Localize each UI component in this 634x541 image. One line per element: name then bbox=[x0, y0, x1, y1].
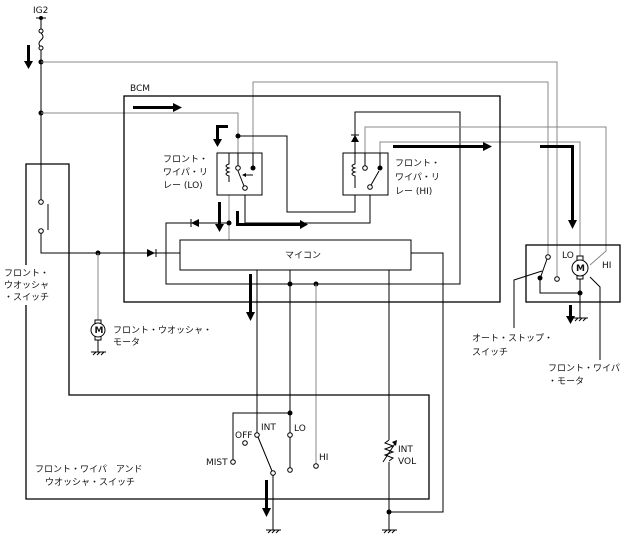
arrow-down-icon bbox=[24, 45, 33, 69]
ig2-label: IG2 bbox=[33, 6, 48, 16]
washer-switch-label: ウオッシャ bbox=[4, 280, 49, 291]
ground-icon bbox=[91, 351, 106, 356]
arrow-down-icon bbox=[566, 305, 575, 324]
relay-lo-label: レー (LO) bbox=[163, 181, 203, 191]
fuse bbox=[36, 16, 46, 51]
relay-hi-label: フロント・ bbox=[395, 159, 440, 169]
current-flow-arrows bbox=[24, 45, 577, 517]
arrow-down-icon bbox=[540, 145, 577, 229]
combination-switch-housing bbox=[25, 163, 430, 500]
wiper-motor-label: フロント・ワイパ bbox=[548, 363, 620, 374]
lo-label: LO bbox=[294, 424, 306, 434]
ground-icon bbox=[266, 529, 281, 534]
relay-hi-label: レー (HI) bbox=[395, 187, 432, 197]
diode-icon bbox=[351, 135, 359, 142]
auto-stop-label: オート・ストップ・ bbox=[472, 333, 553, 344]
diode-icon bbox=[191, 219, 199, 227]
int-vol-label: INT bbox=[398, 445, 413, 455]
coil-icon bbox=[225, 160, 231, 182]
arrow-right-icon bbox=[236, 211, 308, 229]
int-vol-label: VOL bbox=[398, 457, 416, 467]
ground-icon bbox=[382, 529, 397, 534]
front-wiper-relay-hi bbox=[342, 152, 389, 196]
microcomputer-box bbox=[179, 239, 412, 271]
bcm-label: BCM bbox=[130, 84, 150, 94]
diode-icon bbox=[147, 249, 155, 257]
off-label: OFF bbox=[235, 431, 252, 441]
auto-stop-label: スイッチ bbox=[472, 347, 508, 358]
mist-label: MIST bbox=[206, 458, 228, 468]
arrow-down-icon bbox=[215, 202, 224, 232]
washer-motor-label: フロント・ウオッシャ・ bbox=[113, 325, 212, 336]
arrow-right-icon bbox=[133, 103, 182, 112]
relay-hi-label: ワイパ・リ bbox=[395, 172, 440, 183]
motor-hi-label: HI bbox=[602, 261, 611, 271]
washer-motor-label: モータ bbox=[113, 337, 140, 348]
motor-lo-label: LO bbox=[562, 251, 574, 261]
auto-stop-switch bbox=[537, 254, 560, 282]
combination-switch-label: フロント・ワイパ アンド bbox=[35, 464, 142, 475]
arrow-down-icon bbox=[246, 274, 255, 321]
hi-label: HI bbox=[319, 453, 328, 463]
arrow-right-icon bbox=[393, 142, 492, 151]
wiper-motor-label: ・モータ bbox=[548, 376, 584, 387]
wiper-mode-switch bbox=[230, 432, 319, 476]
relay-lo-label: フロント・ bbox=[163, 155, 208, 165]
front-washer-switch bbox=[38, 199, 49, 234]
front-wiper-motor: M bbox=[571, 255, 589, 280]
washer-switch-label: フロント・ bbox=[4, 269, 49, 279]
combination-switch-label: ウオッシャ・スイッチ bbox=[45, 477, 135, 488]
coil-icon bbox=[351, 160, 357, 188]
front-washer-motor: M bbox=[90, 319, 106, 356]
washer-switch-label: ・スイッチ bbox=[4, 292, 49, 303]
ground-icon bbox=[573, 317, 588, 322]
int-label: INT bbox=[261, 423, 276, 433]
wiper-motor-box bbox=[525, 244, 621, 303]
arrow-down-icon bbox=[262, 480, 271, 517]
arrow-down-icon bbox=[213, 125, 228, 147]
microcomputer-label: マイコン bbox=[285, 251, 321, 261]
variable-resistor-icon bbox=[382, 439, 397, 463]
bcm-box bbox=[123, 95, 501, 303]
front-wiper-relay-lo bbox=[216, 152, 263, 196]
motor-symbol: M bbox=[95, 326, 104, 336]
relay-lo-label: ワイパ・リ bbox=[163, 167, 208, 178]
motor-symbol: M bbox=[576, 264, 585, 274]
